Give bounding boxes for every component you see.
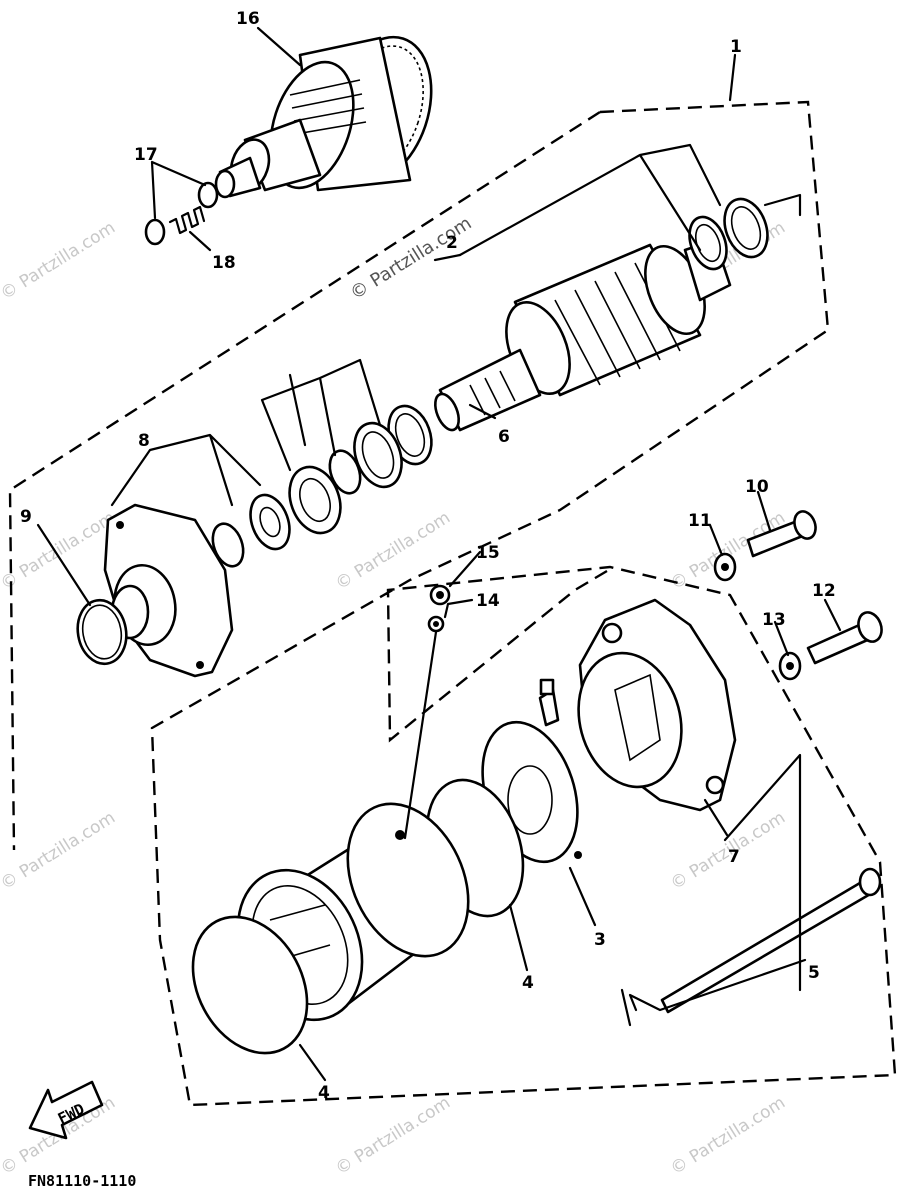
part-12-bolt: [806, 611, 883, 665]
callout-10: 10: [745, 477, 769, 497]
callout-13: 13: [762, 610, 786, 630]
part-7-rear-cover: [577, 598, 737, 812]
armature-washers-right: [688, 197, 769, 271]
callout-8: 8: [138, 431, 150, 451]
part-2-armature: [434, 238, 732, 432]
callout-2: 2: [446, 233, 458, 253]
callout-16: 16: [236, 9, 260, 29]
fwd-arrow: FWD: [28, 1080, 104, 1140]
callout-4-front: 4: [318, 1083, 330, 1103]
watermark: © Partzilla.com: [332, 1093, 454, 1179]
part-17-18-spring-washers: [144, 181, 219, 246]
callout-labels: 1 2 3 4 4 5 6 7 8 9 10 11 12 13 14 15 16…: [20, 9, 836, 1103]
callout-1: 1: [730, 37, 742, 57]
center-watermark: © Partzilla.com: [347, 213, 476, 304]
watermark: © Partzilla.com: [667, 508, 789, 594]
watermark: © Partzilla.com: [667, 1093, 789, 1179]
callout-3: 3: [594, 930, 606, 950]
armature-washers-left: [211, 404, 433, 568]
diagram-code: FN81110-1110: [28, 1172, 136, 1190]
callout-7: 7: [728, 847, 740, 867]
callout-4-rear: 4: [522, 973, 534, 993]
callout-15: 15: [476, 543, 500, 563]
watermark: © Partzilla.com: [332, 508, 454, 594]
callout-14: 14: [476, 591, 500, 611]
callout-6: 6: [498, 427, 510, 447]
leader-lines: [36, 26, 842, 1082]
part-4-gasket-front: [191, 915, 309, 1055]
callout-17: 17: [134, 145, 158, 165]
watermark: © Partzilla.com: [0, 808, 119, 894]
callout-18: 18: [212, 253, 236, 273]
part-11-washer: [713, 552, 737, 582]
part-10-bolt: [746, 510, 817, 558]
callout-11: 11: [688, 511, 712, 531]
callout-9: 9: [20, 507, 32, 527]
watermark: © Partzilla.com: [0, 218, 119, 304]
part-5-through-bolt: [660, 867, 882, 1014]
part-13-washer: [778, 651, 802, 681]
callout-12: 12: [812, 581, 836, 601]
assembly-boundary-outer: [150, 100, 897, 1107]
watermark: © Partzilla.com: [0, 508, 119, 594]
part-14-15-nuts: [427, 584, 451, 633]
assembly-boundary-upper: [8, 110, 601, 851]
callout-5: 5: [808, 963, 820, 983]
part-16-drive-gear: [214, 35, 433, 199]
part-9-o-ring: [76, 598, 128, 666]
